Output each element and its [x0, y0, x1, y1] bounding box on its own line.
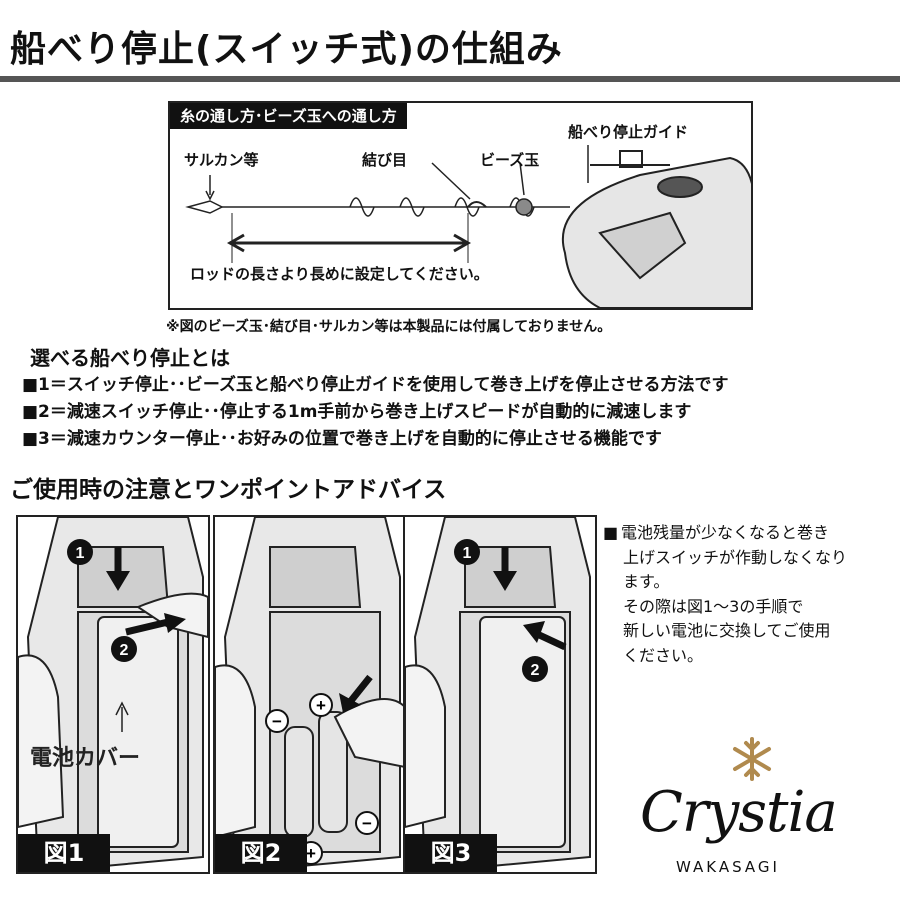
- list-item: ■3＝減速カウンター停止･･お好みの位置で巻き上げを自動的に停止させる機能です: [22, 429, 662, 449]
- svg-text:1: 1: [76, 545, 85, 562]
- advice-line: 電池残量が少なくなると巻き: [621, 523, 830, 542]
- list-item: ■1＝スイッチ停止･･ビーズ玉と船べり停止ガイドを使用して巻き上げを停止させる方…: [22, 375, 729, 395]
- advice-line: 上げスイッチが作動しなくなり: [623, 547, 848, 567]
- svg-text:−: −: [272, 712, 282, 731]
- advice-line: その際は図1〜3の手順で: [623, 596, 804, 616]
- svg-text:1: 1: [463, 545, 472, 562]
- svg-text:2: 2: [120, 642, 129, 659]
- figure-1-illustration: 1 2: [18, 517, 208, 872]
- advice-text: ■電池残量が少なくなると巻き 上げスイッチが作動しなくなり ます。 その際は図1…: [603, 521, 893, 668]
- svg-text:−: −: [362, 814, 372, 833]
- title-underline: [0, 76, 900, 82]
- figure-3-tag: 図3: [405, 834, 497, 872]
- line-threading-diagram: 糸の通し方･ビーズ玉への通し方 サルカン等 結び目 ビーズ玉 船べり停止ガイド …: [168, 101, 753, 310]
- modes-list: ■1＝スイッチ停止･･ビーズ玉と船べり停止ガイドを使用して巻き上げを停止させる方…: [22, 372, 729, 453]
- advice-line: ます。: [623, 572, 670, 591]
- knot-label: 結び目: [362, 151, 408, 169]
- figure-3-illustration: 1 2: [405, 517, 591, 872]
- brand-logo: Crystia: [640, 780, 838, 845]
- page-title: 船べり停止(スイッチ式)の仕組み: [10, 29, 563, 70]
- svg-text:2: 2: [531, 662, 540, 679]
- bead-label: ビーズ玉: [480, 151, 540, 169]
- advice-line: 新しい電池に交換してご使用: [623, 621, 831, 640]
- diagram-footnote: ※図のビーズ玉･結び目･サルカン等は本製品には付属しておりません。: [166, 319, 612, 335]
- advice-heading: ご使用時の注意とワンポイントアドバイス: [10, 477, 447, 503]
- snowflake-icon: [733, 737, 771, 781]
- battery-cover-label: 電池カバー: [30, 746, 141, 771]
- figure-2-tag: 図2: [215, 834, 307, 872]
- guide-label: 船べり停止ガイド: [568, 123, 689, 141]
- figure-2-illustration: + − − +: [215, 517, 405, 872]
- figure-2: + − − + 図2: [213, 515, 407, 874]
- svg-text:+: +: [306, 844, 316, 863]
- rod-length-note: ロッドの長さより長めに設定してください。: [190, 265, 489, 283]
- diagram-illustration: [185, 145, 751, 308]
- svg-text:+: +: [316, 696, 326, 715]
- figure-1-tag: 図1: [18, 834, 110, 872]
- brand-subtitle: WAKASAGI: [676, 858, 780, 876]
- modes-heading: 選べる船べり停止とは: [30, 346, 230, 370]
- advice-line: ください。: [623, 645, 704, 665]
- figure-3: 1 2 図3: [403, 515, 597, 874]
- advice-bullet: ■: [603, 523, 619, 542]
- swivel-label: サルカン等: [184, 151, 259, 169]
- diagram-header: 糸の通し方･ビーズ玉への通し方: [170, 103, 407, 129]
- list-item: ■2＝減速スイッチ停止･･停止する1m手前から巻き上げスピードが自動的に減速しま…: [22, 402, 692, 422]
- figure-1: 1 2 図1: [16, 515, 210, 874]
